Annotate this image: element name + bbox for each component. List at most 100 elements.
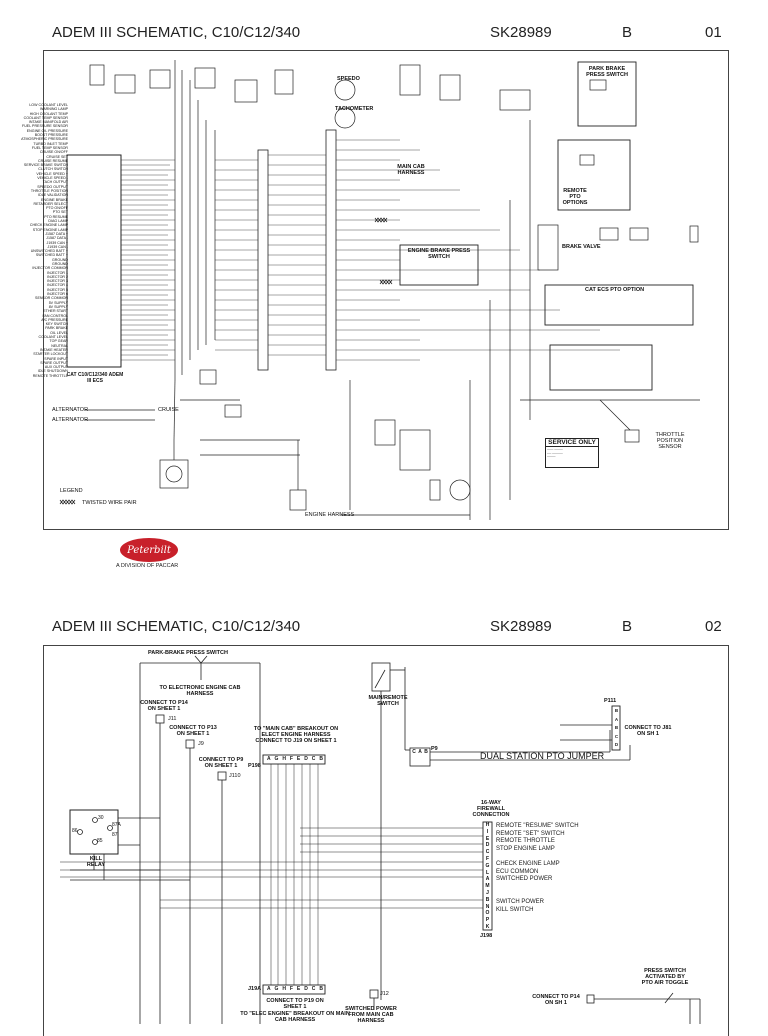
ecm-pin-label: COOLANT LEVEL bbox=[38, 335, 69, 340]
sheet1-number: 01 bbox=[705, 24, 722, 41]
relay-pin: 30 bbox=[98, 815, 104, 821]
j198-label: J198 bbox=[480, 933, 493, 939]
ecm-pin-label: INJECTOR 4 bbox=[47, 283, 68, 288]
engine-harness-label: ENGINE HARNESS bbox=[305, 512, 355, 518]
firewall-pin: F bbox=[485, 855, 490, 862]
connect-p9-label: CONNECT TO P9 ON SHEET 1 bbox=[198, 757, 244, 769]
ecm-pin-label: ATMOSPHERIC PRESSURE bbox=[21, 137, 68, 142]
ecm-pin-label: CRUISE ON/OFF bbox=[39, 150, 68, 155]
switched-power-label: SWITCHED POWER FROM MAIN CAB HARNESS bbox=[345, 1006, 397, 1024]
firewall-function bbox=[496, 884, 579, 892]
ecm-pin-label: FUEL TEMP SENSOR bbox=[31, 145, 68, 150]
ecm-pin-label: INJECTOR 3 bbox=[47, 279, 68, 284]
ecm-pin-label: TURBO INLET TEMP bbox=[33, 141, 68, 146]
p198-pin: A bbox=[266, 756, 271, 762]
relay-pin: 87 bbox=[112, 832, 118, 838]
ecm-pin-label: ETHER START bbox=[43, 309, 68, 314]
firewall-pin: E bbox=[485, 835, 490, 842]
firewall-pin: O bbox=[485, 910, 490, 917]
cruise-label: CRUISE bbox=[158, 407, 179, 413]
sheet2-header: ADEM III SCHEMATIC, C10/C12/340 SK28989 … bbox=[0, 618, 768, 658]
firewall-pin: B bbox=[485, 896, 490, 903]
ecm-pin-label: UNSWITCHED BATT + bbox=[30, 249, 68, 254]
firewall-function bbox=[496, 853, 579, 861]
p111-pin: B bbox=[614, 708, 619, 713]
tachometer-label: TACHOMETER bbox=[335, 106, 374, 112]
relay-pin: 87A bbox=[112, 822, 121, 828]
p198-pin: B bbox=[319, 756, 323, 762]
p198-label: P198 bbox=[248, 763, 261, 769]
sheet2-frame bbox=[43, 645, 729, 1036]
j110-label: J110 bbox=[229, 773, 241, 779]
main-remote-switch-label: MAIN/REMOTE SWITCH bbox=[368, 695, 408, 707]
firewall-pin: K bbox=[485, 923, 490, 930]
firewall-pin: J bbox=[486, 889, 489, 896]
firewall-pin: P bbox=[485, 917, 490, 924]
ecm-pin-label: RETARDER SELECT bbox=[33, 201, 68, 206]
ecm-pin-label: VEHICLE SPEED + bbox=[36, 171, 68, 176]
ecm-label: CAT C10/C12/340 ADEM III ECS bbox=[66, 372, 124, 384]
ecm-pin-label: INJECTOR 1 bbox=[47, 270, 68, 275]
firewall-connection-label: 16-WAY FIREWALL CONNECTION bbox=[472, 800, 510, 818]
ecm-pin-label: INJECTOR 5 bbox=[47, 287, 68, 292]
sheet1-header: ADEM III SCHEMATIC, C10/C12/340 SK28989 … bbox=[0, 24, 768, 64]
firewall-function: KILL SWITCH bbox=[496, 906, 534, 913]
j19a-pin: E bbox=[296, 986, 301, 992]
j11-label: J11 bbox=[168, 716, 177, 722]
park-brake-switch-label: PARK-BRAKE PRESS SWITCH bbox=[148, 650, 228, 656]
elec-engine-breakout-label: TO "ELEC ENGINE" BREAKOUT ON MAIN CAB HA… bbox=[240, 1011, 350, 1023]
j19a-pin: H bbox=[282, 986, 286, 992]
service-only-box: SERVICE ONLY ─── ────── ───────── bbox=[545, 438, 599, 468]
ecm-pin-label: PTO SET bbox=[52, 210, 68, 215]
connect-p14-label: CONNECT TO P14 ON SHEET 1 bbox=[140, 700, 188, 712]
firewall-function bbox=[496, 891, 579, 899]
ecm-pin-label: INJECTOR COMMON bbox=[32, 266, 68, 271]
p9-pin: C bbox=[412, 749, 416, 755]
ecm-pin-label: INJECTOR 6 bbox=[47, 292, 68, 297]
ecm-pin-label: PARK BRAKE bbox=[45, 326, 68, 331]
ecm-pin-label: CLUTCH SWITCH bbox=[38, 167, 68, 172]
ecm-pin-label: INTAKE MANIFOLD AIR bbox=[28, 120, 68, 125]
sheet1-part-number: SK28989 bbox=[490, 24, 552, 41]
firewall-pin: A bbox=[485, 876, 490, 883]
p198-pin: C bbox=[311, 756, 316, 762]
twisted-pair-label: TWISTED WIRE PAIR bbox=[82, 500, 137, 506]
to-electronic-harness-label: TO ELECTRONIC ENGINE CAB HARNESS bbox=[159, 685, 241, 697]
j19a-pin: C bbox=[311, 986, 316, 992]
ecm-pin-label: J1939 CAN - bbox=[47, 244, 68, 249]
ecm-pin-label: THROTTLE POSITION bbox=[30, 188, 68, 193]
p9-label: P9 bbox=[431, 746, 438, 752]
ecm-pin-label: COOLANT TEMP SENSOR bbox=[23, 115, 68, 120]
j12-label: J12 bbox=[380, 991, 389, 997]
main-cab-breakout-label: TO "MAIN CAB" BREAKOUT ON ELECT ENGINE H… bbox=[253, 726, 339, 744]
ecm-pin-label: CHECK ENGINE LAMP bbox=[29, 223, 68, 228]
sheet1-revision: B bbox=[622, 24, 633, 41]
brake-valve-label: BRAKE VALVE bbox=[562, 244, 601, 250]
relay-pin: 86 bbox=[72, 828, 78, 834]
p9-pin: A bbox=[418, 749, 422, 755]
sheet2-part-number: SK28989 bbox=[490, 618, 552, 635]
throttle-sensor-label: THROTTLE POSITION SENSOR bbox=[655, 432, 685, 450]
ecm-pin-label: ENGINE BRAKE bbox=[41, 197, 68, 202]
ecm-pin-label: DIAG LAMP bbox=[48, 219, 68, 224]
ecm-pin-label: BOOST PRESSURE bbox=[34, 133, 68, 138]
p9-pin: B bbox=[424, 749, 428, 755]
firewall-pin: D bbox=[485, 842, 490, 849]
p111-pin: B bbox=[614, 725, 619, 730]
p198-pin: E bbox=[296, 756, 301, 762]
ecm-pin-label: SERVICE BRAKE SWITCH bbox=[23, 163, 68, 168]
ecm-pin-label: INJECTOR 2 bbox=[47, 274, 68, 279]
ecm-pin-label: INTAKE HEATER bbox=[39, 347, 68, 352]
p198-pin: H bbox=[282, 756, 286, 762]
sheet2-revision: B bbox=[622, 618, 633, 635]
ecm-pin-label: J1587 DATA - bbox=[46, 236, 68, 241]
relay-pin: 85 bbox=[97, 838, 103, 844]
ecm-pin-label: 8V SUPPLY bbox=[48, 304, 68, 309]
ecm-pin-label: 5V SUPPLY bbox=[48, 300, 68, 305]
press-switch-label: PRESS SWITCH ACTIVATED BY PTO AIR TOGGLE bbox=[641, 968, 689, 986]
ecm-pin-label: STOP ENGINE LAMP bbox=[32, 227, 68, 232]
firewall-pin: L bbox=[485, 869, 490, 876]
